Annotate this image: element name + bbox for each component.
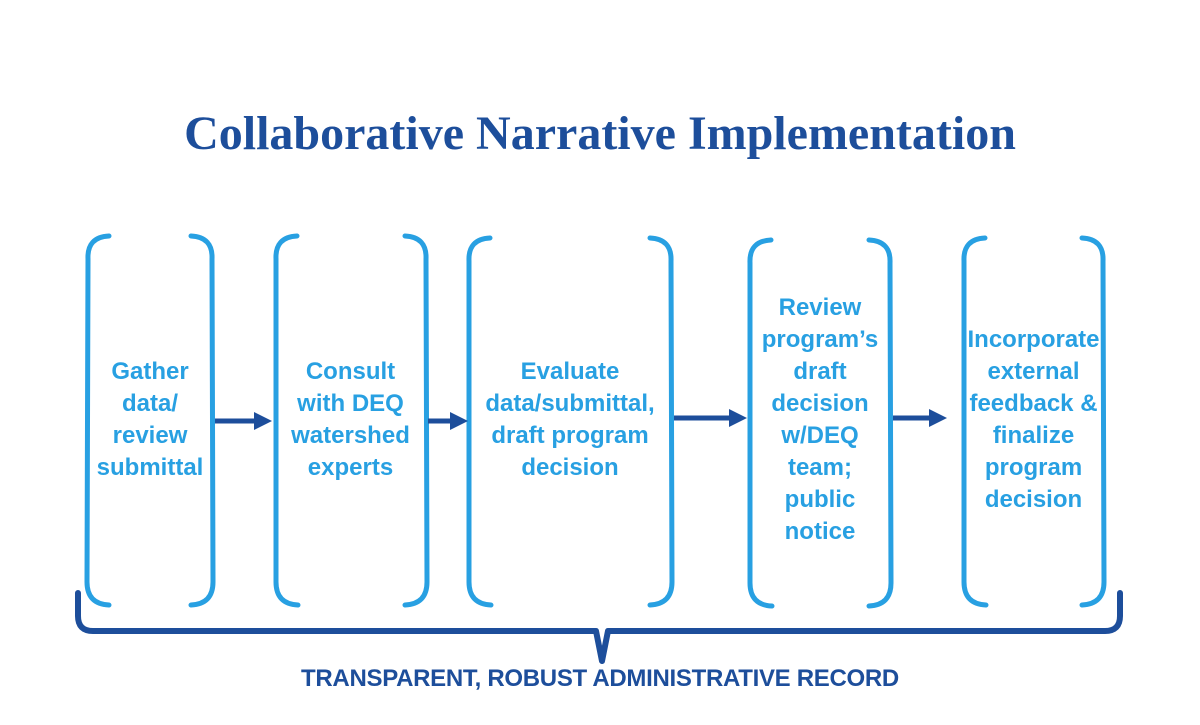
stage-4-label: Review program’s draft decision w/DEQ te…: [761, 294, 879, 545]
stage-2-label: Consult with DEQ watershed experts: [291, 358, 410, 481]
stage-5-left-bracket: [961, 235, 989, 608]
stage-3-left-bracket: [466, 235, 494, 608]
flow-arrow-2: [428, 412, 468, 430]
administrative-record-brace: [75, 590, 1123, 664]
stage-1-right-bracket: [188, 233, 216, 608]
stage-3-label: Evaluate data/submittal, draft program d…: [485, 358, 655, 481]
stage-1-label: Gather data/ review submittal: [96, 358, 204, 481]
page-title: Collaborative Narrative Implementation: [184, 107, 1016, 160]
stage-2-left-bracket: [273, 233, 301, 608]
stage-2-right-bracket: [402, 233, 430, 608]
stage-4-right-bracket: [866, 237, 894, 609]
flow-arrow-4: [893, 409, 947, 427]
stage-4-left-bracket: [747, 237, 775, 609]
stage-5-label: Incorporate external feedback & finalize…: [967, 326, 1100, 513]
flow-arrow-1: [215, 412, 272, 430]
stage-3-right-bracket: [647, 235, 675, 608]
stage-5-right-bracket: [1079, 235, 1107, 608]
administrative-record-caption: TRANSPARENT, ROBUST ADMINISTRATIVE RECOR…: [301, 665, 899, 692]
flow-arrow-3: [674, 409, 747, 427]
stage-1-left-bracket: [84, 233, 112, 608]
